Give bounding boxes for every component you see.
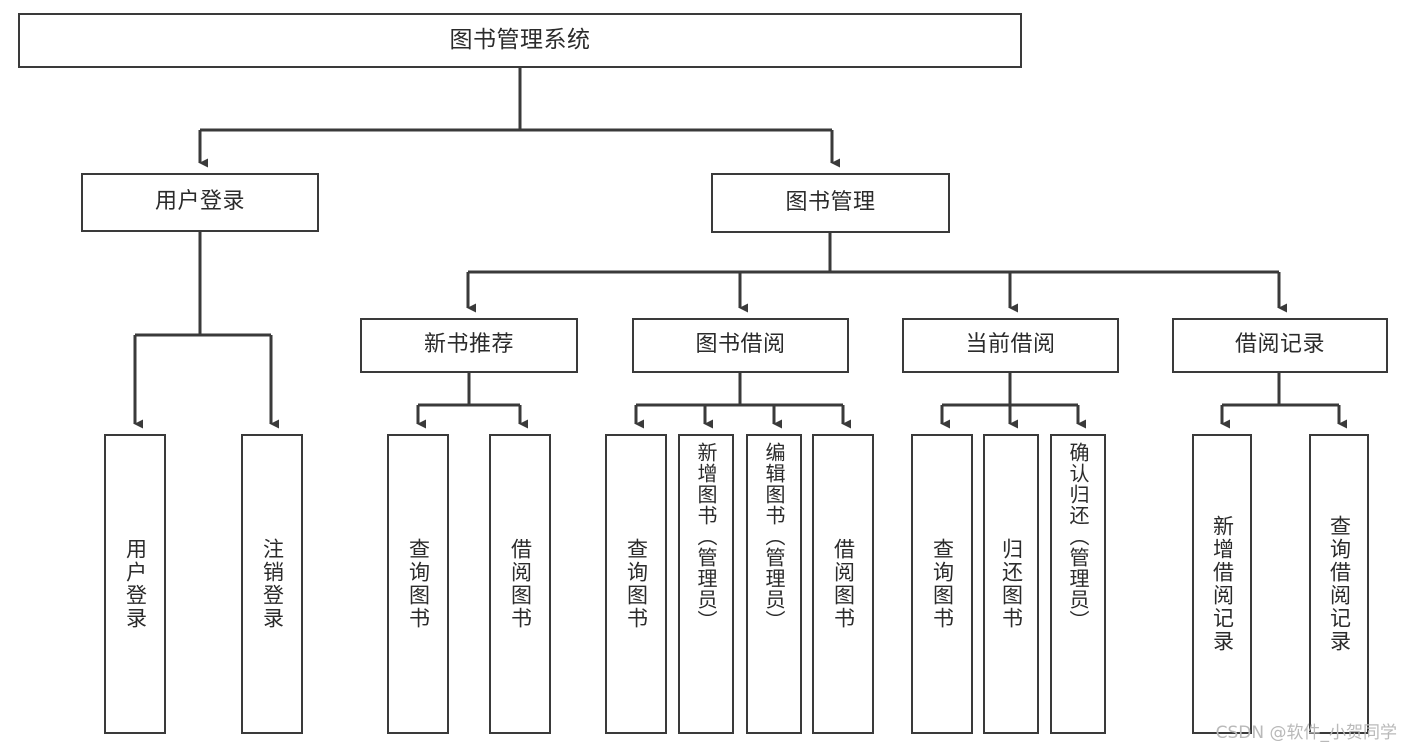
node-leaf-user-logout[interactable]: 注销登录 xyxy=(241,434,303,734)
node-label: 新增图书（管理员） xyxy=(694,442,718,631)
node-current-borrow[interactable]: 当前借阅 xyxy=(902,318,1119,373)
node-label: 借阅图书 xyxy=(831,538,856,630)
node-label: 图书借阅 xyxy=(695,332,786,358)
node-label: 归还图书 xyxy=(999,538,1024,630)
node-book-management[interactable]: 图书管理 xyxy=(711,173,950,233)
node-leaf-query-book-3[interactable]: 查询图书 xyxy=(911,434,973,734)
node-leaf-confirm-return-admin[interactable]: 确认归还（管理员） xyxy=(1050,434,1106,734)
node-leaf-borrow-book-2[interactable]: 借阅图书 xyxy=(812,434,874,734)
node-leaf-query-book-1[interactable]: 查询图书 xyxy=(387,434,449,734)
node-label: 确认归还（管理员） xyxy=(1066,442,1090,631)
node-label: 借阅图书 xyxy=(508,538,533,630)
node-label: 新增借阅记录 xyxy=(1210,515,1235,653)
node-label: 新书推荐 xyxy=(423,332,514,358)
node-label: 用户登录 xyxy=(123,538,148,630)
node-label: 图书管理 xyxy=(785,189,876,215)
node-leaf-user-login[interactable]: 用户登录 xyxy=(104,434,166,734)
node-root-book-management-system[interactable]: 图书管理系统 xyxy=(18,13,1022,68)
node-leaf-add-book-admin[interactable]: 新增图书（管理员） xyxy=(678,434,734,734)
node-leaf-query-book-2[interactable]: 查询图书 xyxy=(605,434,667,734)
node-leaf-edit-book-admin[interactable]: 编辑图书（管理员） xyxy=(746,434,802,734)
node-leaf-add-borrow-record[interactable]: 新增借阅记录 xyxy=(1192,434,1252,734)
node-label: 查询借阅记录 xyxy=(1327,515,1352,653)
node-leaf-return-book[interactable]: 归还图书 xyxy=(983,434,1039,734)
node-label: 当前借阅 xyxy=(965,332,1056,358)
node-new-book-recommendation[interactable]: 新书推荐 xyxy=(360,318,578,373)
node-borrow-record[interactable]: 借阅记录 xyxy=(1172,318,1388,373)
node-book-borrow[interactable]: 图书借阅 xyxy=(632,318,849,373)
node-leaf-borrow-book-1[interactable]: 借阅图书 xyxy=(489,434,551,734)
csdn-watermark: CSDN @软件_小贺同学 xyxy=(1215,723,1397,743)
node-label: 图书管理系统 xyxy=(449,26,591,53)
node-label: 借阅记录 xyxy=(1234,332,1325,358)
node-label: 查询图书 xyxy=(624,538,649,630)
node-user-login[interactable]: 用户登录 xyxy=(81,173,319,232)
node-label: 注销登录 xyxy=(260,538,285,630)
node-label: 编辑图书（管理员） xyxy=(762,442,786,631)
node-label: 查询图书 xyxy=(930,538,955,630)
node-label: 查询图书 xyxy=(406,538,431,630)
node-label: 用户登录 xyxy=(154,189,245,215)
node-leaf-query-borrow-record[interactable]: 查询借阅记录 xyxy=(1309,434,1369,734)
